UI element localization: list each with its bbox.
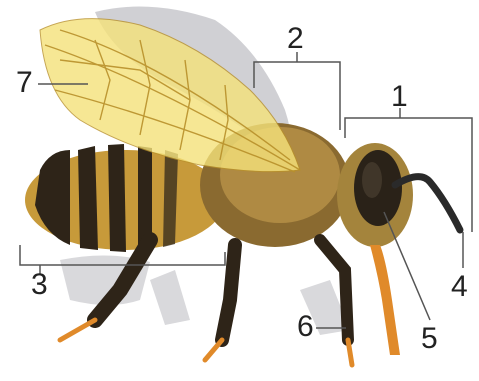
label-1: 1: [391, 82, 408, 112]
label-5: 5: [421, 324, 438, 354]
label-4: 4: [451, 272, 468, 302]
proboscis: [370, 245, 400, 355]
label-2: 2: [287, 24, 304, 54]
label-7: 7: [16, 68, 33, 98]
label-3: 3: [31, 270, 48, 300]
label-6: 6: [297, 312, 314, 342]
head: [337, 143, 413, 247]
